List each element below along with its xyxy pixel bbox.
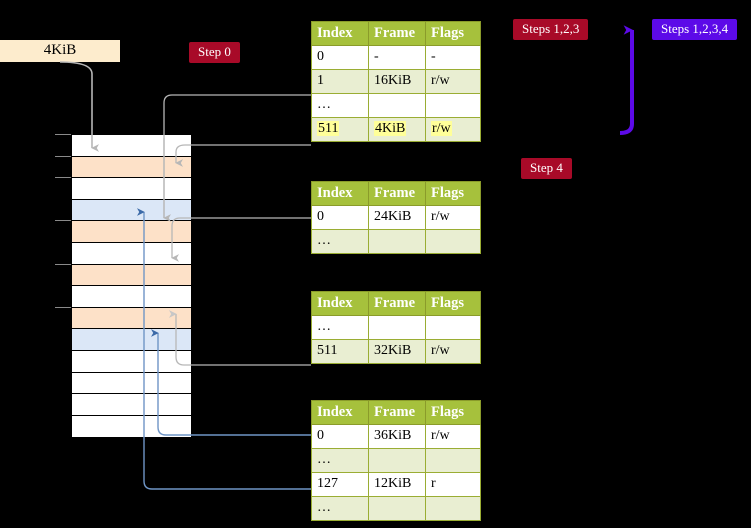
table-header-flags: Flags — [425, 181, 481, 206]
memory-frame-row — [72, 156, 191, 179]
memory-frame-row — [72, 372, 191, 395]
memory-frame-row — [72, 135, 191, 157]
steps-123-badge: Steps 1,2,3 — [513, 19, 589, 40]
wire-l0-row511-to-memory — [175, 144, 311, 167]
highlighted-value: 511 — [317, 121, 340, 136]
table-cell: r/w — [425, 69, 481, 94]
table-cell: r/w — [425, 424, 481, 449]
table-header-flags: Flags — [425, 291, 481, 316]
table-cell: … — [311, 315, 369, 340]
memory-frame-row — [72, 221, 191, 243]
memory-size-label: 4KiB — [0, 40, 120, 62]
memory-frame-row — [72, 329, 191, 351]
step-0-badge: Step 0 — [189, 42, 240, 63]
table-cell — [425, 229, 481, 254]
memory-frame-row — [72, 264, 191, 287]
memory-row-tick — [55, 263, 71, 265]
memory-frame-row — [72, 178, 191, 200]
table-header-index: Index — [311, 181, 369, 206]
memory-frame-row — [72, 199, 191, 222]
table-row[interactable]: 511 4KiB r/w — [311, 117, 481, 142]
table-cell: 12KiB — [368, 472, 426, 497]
table-cell — [368, 93, 426, 118]
table-cell: … — [311, 93, 369, 118]
table-cell: … — [311, 448, 369, 473]
memory-row-tick — [55, 177, 71, 179]
highlighted-value: 4KiB — [374, 121, 407, 136]
table-cell — [368, 448, 426, 473]
table-header-flags: Flags — [425, 21, 481, 46]
table-row[interactable]: … — [311, 93, 481, 118]
table-cell: r/w — [425, 205, 481, 230]
wire-l0-row1-to-memory — [163, 94, 311, 138]
table-row[interactable]: 0-- — [311, 45, 481, 70]
table-cell: 32KiB — [368, 339, 426, 364]
table-header-frame: Frame — [368, 291, 426, 316]
table-cell: 0 — [311, 45, 369, 70]
steps-1234-badge: Steps 1,2,3,4 — [652, 19, 738, 40]
memory-row-tick — [55, 220, 71, 222]
table-row[interactable]: … — [311, 448, 481, 473]
memory-frame-row — [72, 307, 191, 330]
table-cell: 36KiB — [368, 424, 426, 449]
table-cell — [368, 229, 426, 254]
table-cell: … — [311, 496, 369, 521]
table-cell — [425, 315, 481, 340]
memory-frame-row — [72, 351, 191, 373]
table-cell: 511 — [311, 339, 369, 364]
table-cell: 24KiB — [368, 205, 426, 230]
table-cell: r/w — [425, 117, 481, 142]
table-cell: 16KiB — [368, 69, 426, 94]
arrow-steps-loop — [619, 25, 634, 135]
table-cell: 0 — [311, 205, 369, 230]
highlighted-value: r/w — [431, 121, 452, 136]
memory-row-tick — [55, 155, 71, 157]
table-header-frame: Frame — [368, 181, 426, 206]
table-cell — [425, 448, 481, 473]
table-cell — [425, 93, 481, 118]
memory-frame-row — [72, 286, 191, 308]
table-header-frame: Frame — [368, 400, 426, 425]
memory-row-tick — [55, 134, 71, 135]
table-row[interactable]: … — [311, 315, 481, 340]
memory-frame-row — [72, 243, 191, 265]
table-cell: 127 — [311, 472, 369, 497]
table-cell: 0 — [311, 424, 369, 449]
table-cell — [368, 315, 426, 340]
table-cell — [368, 496, 426, 521]
physical-memory-column — [71, 134, 191, 438]
table-row[interactable]: … — [311, 229, 481, 254]
table-header-frame: Frame — [368, 21, 426, 46]
table-row[interactable]: … — [311, 496, 481, 521]
table-cell: 511 — [311, 117, 369, 142]
memory-frame-row — [72, 415, 191, 438]
table-cell: - — [425, 45, 481, 70]
table-cell: 1 — [311, 69, 369, 94]
table-cell: - — [368, 45, 426, 70]
memory-row-tick — [55, 306, 71, 308]
step-4-badge: Step 4 — [521, 158, 572, 179]
table-cell: r — [425, 472, 481, 497]
table-header-index: Index — [311, 291, 369, 316]
table-cell: r/w — [425, 339, 481, 364]
table-cell: … — [311, 229, 369, 254]
table-cell: 4KiB — [368, 117, 426, 142]
table-header-flags: Flags — [425, 400, 481, 425]
table-header-index: Index — [311, 21, 369, 46]
table-cell — [425, 496, 481, 521]
memory-frame-row — [72, 394, 191, 416]
table-header-index: Index — [311, 400, 369, 425]
